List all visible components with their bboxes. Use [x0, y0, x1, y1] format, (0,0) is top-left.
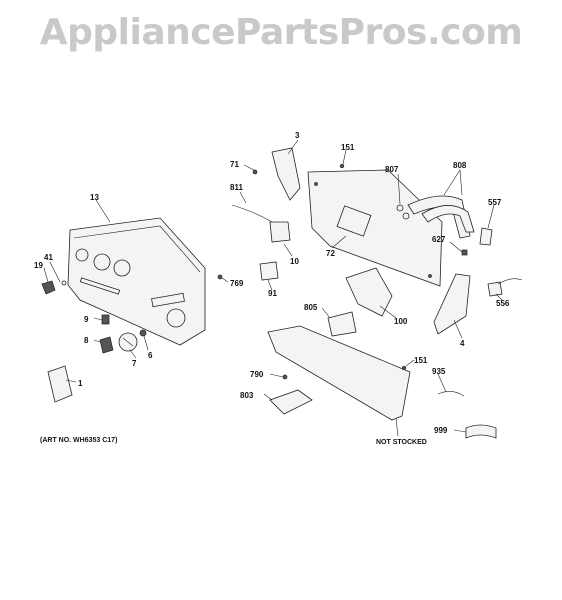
- harness-556-part: [487, 281, 503, 297]
- callout-807: 807: [385, 165, 399, 174]
- clip-627: [461, 249, 468, 256]
- sensor-part: [479, 227, 493, 246]
- callout-13: 13: [90, 193, 99, 202]
- callout-9: 9: [84, 315, 89, 324]
- callout-100: 100: [394, 317, 408, 326]
- callout-72: 72: [326, 249, 335, 258]
- right-end-cap-part: [433, 273, 471, 335]
- fill-hoses-part: [396, 195, 475, 239]
- leader-lines: [43, 139, 503, 437]
- knob-part: [41, 280, 67, 295]
- callout-8: 8: [84, 336, 89, 345]
- callout-790: 790: [250, 370, 264, 379]
- callout-151-top: 151: [341, 143, 355, 152]
- callout-627: 627: [432, 235, 446, 244]
- screw-769: [217, 274, 223, 280]
- switch-805-part: [327, 311, 357, 337]
- callout-1: 1: [78, 379, 83, 388]
- callout-labels: 3 71 151 807 808 811 557 13 627 72 10 41…: [34, 131, 510, 446]
- watermark: AppliancePartsPros.com: [39, 12, 523, 53]
- callout-811: 811: [230, 183, 243, 192]
- callout-19: 19: [34, 261, 43, 270]
- base-panel-part: [267, 325, 411, 421]
- callout-999: 999: [434, 426, 448, 435]
- pressure-switch-part: [259, 261, 279, 281]
- screw-151-bottom: [401, 365, 407, 371]
- bracket-803-part: [269, 389, 313, 415]
- callout-805: 805: [304, 303, 318, 312]
- screw-151-top: [339, 163, 345, 169]
- callout-808: 808: [453, 161, 467, 170]
- clip-790: [282, 374, 288, 380]
- callout-6: 6: [148, 351, 153, 360]
- callout-557: 557: [488, 198, 502, 207]
- callout-803: 803: [240, 391, 254, 400]
- callout-91: 91: [268, 289, 277, 298]
- callout-10: 10: [290, 257, 299, 266]
- small-parts-group: [99, 314, 147, 354]
- callout-769: 769: [230, 279, 244, 288]
- callout-41: 41: [44, 253, 53, 262]
- left-end-cap-part: [271, 147, 301, 201]
- control-panel-part: [67, 217, 206, 346]
- callout-71: 71: [230, 160, 239, 169]
- callout-556: 556: [496, 299, 510, 308]
- control-module-part: [345, 267, 393, 317]
- art-number-note: (ART NO. WH6353 C17): [40, 437, 117, 444]
- switch-part: [269, 221, 291, 243]
- strap-999-part: [465, 424, 497, 439]
- callout-7: 7: [132, 359, 137, 368]
- callout-935: 935: [432, 367, 446, 376]
- not-stocked-label: NOT STOCKED: [376, 439, 427, 446]
- callout-3: 3: [295, 131, 300, 140]
- rear-panel-part: [307, 169, 443, 287]
- screw-71: [252, 169, 258, 175]
- callout-151-bottom: 151: [414, 356, 428, 365]
- callout-4: 4: [460, 339, 465, 348]
- manual-part: [47, 365, 73, 403]
- wire-935-part: [437, 391, 465, 397]
- wire-harness-part: [231, 204, 273, 223]
